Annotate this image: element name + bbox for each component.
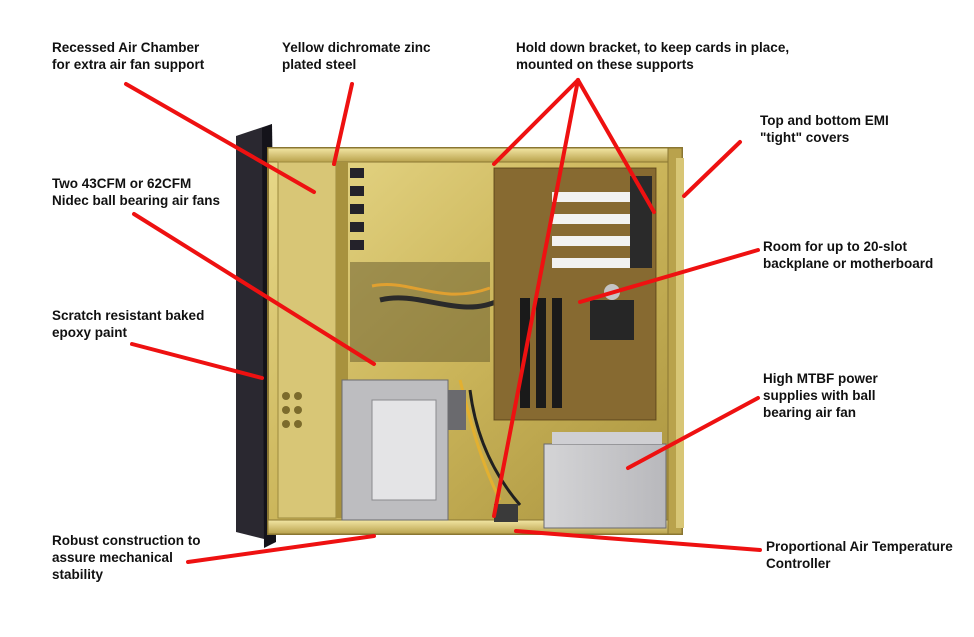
leader-lines	[124, 78, 762, 564]
leader-nidec-fans	[132, 212, 376, 366]
label-mtbf-power: High MTBF power supplies with ball beari…	[763, 371, 878, 420]
leader-air-temp-controller	[514, 529, 762, 552]
leader-hold-down-bracket-2	[492, 78, 580, 518]
leader-yellow-dichromate	[332, 82, 354, 166]
leader-scratch-resistant	[130, 342, 264, 380]
wiring-area	[350, 262, 522, 506]
label-robust-construction: Robust construction to assure mechanical…	[52, 533, 201, 582]
leader-hold-down-bracket-1	[492, 78, 580, 166]
label-recessed-air-chamber: Recessed Air Chamber for extra air fan s…	[52, 40, 205, 72]
disk-drive	[341, 379, 466, 521]
leader-recessed-air-chamber	[124, 82, 316, 194]
leader-robust-construction	[186, 534, 376, 564]
label-air-temp-controller: Proportional Air Temperature Controller	[766, 539, 953, 571]
leader-hold-down-bracket-3	[576, 78, 656, 214]
label-room-for-slots: Room for up to 20-slot backplane or moth…	[763, 239, 934, 271]
air-chamber	[277, 161, 348, 519]
label-emi-covers: Top and bottom EMI "tight" covers	[760, 113, 889, 145]
label-yellow-dichromate: Yellow dichromate zinc plated steel	[282, 40, 431, 72]
leader-mtbf-power	[626, 396, 760, 470]
slot-brackets	[350, 168, 364, 250]
rear-edge	[676, 158, 684, 528]
leader-emi-covers	[682, 140, 742, 198]
label-scratch-resistant: Scratch resistant baked epoxy paint	[52, 308, 205, 340]
label-nidec-fans: Two 43CFM or 62CFM Nidec ball bearing ai…	[52, 176, 221, 208]
label-hold-down-bracket: Hold down bracket, to keep cards in plac…	[516, 40, 790, 72]
leader-room-for-slots	[578, 248, 760, 304]
